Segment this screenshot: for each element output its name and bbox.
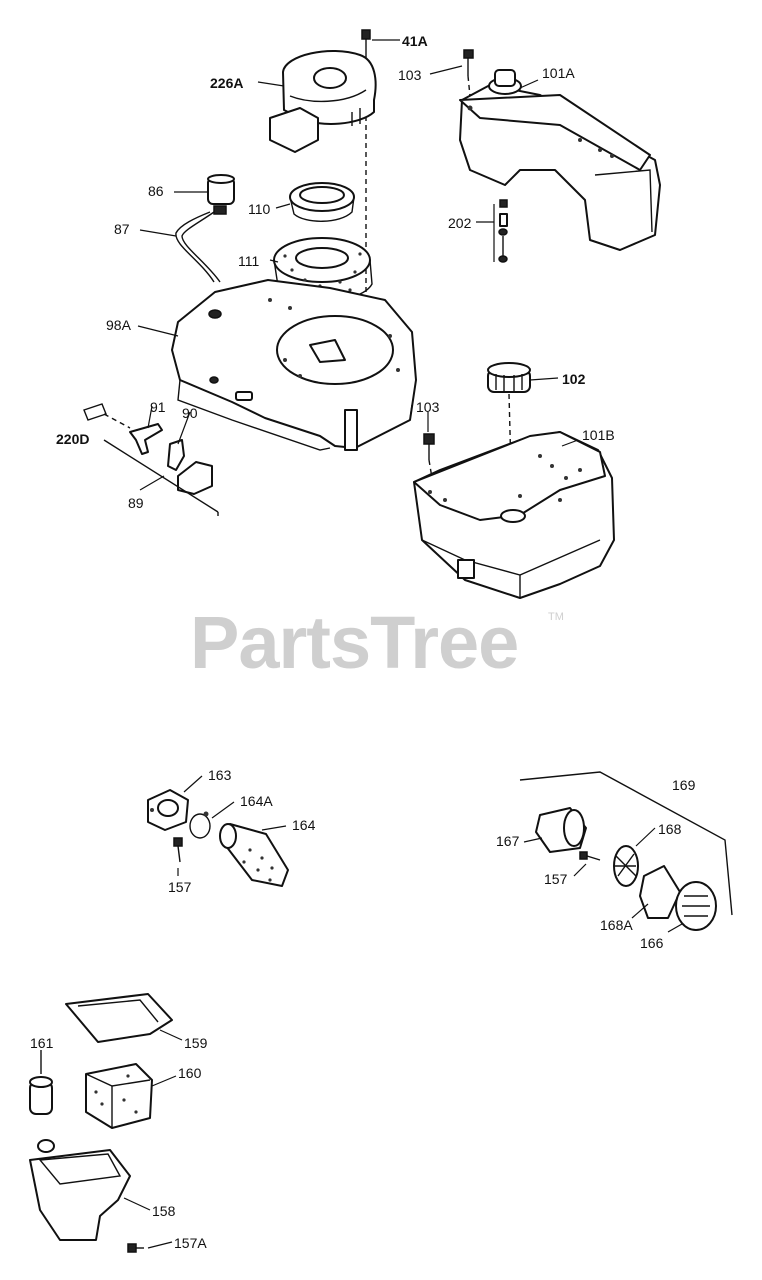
label-164: 164 bbox=[292, 817, 316, 833]
part-167-housing bbox=[535, 807, 587, 853]
label-226a: 226A bbox=[210, 75, 243, 91]
label-168a: 168A bbox=[600, 917, 633, 933]
label-163: 163 bbox=[208, 767, 232, 783]
part-157-screw-b bbox=[579, 851, 601, 861]
watermark: PartsTree TM bbox=[190, 601, 564, 684]
screw-103-top bbox=[463, 49, 474, 97]
label-103-mid: 103 bbox=[416, 399, 440, 415]
label-89: 89 bbox=[128, 495, 144, 511]
part-168-screen bbox=[613, 845, 639, 887]
part-220d bbox=[83, 403, 131, 429]
part-159-cover bbox=[65, 993, 173, 1043]
label-166: 166 bbox=[640, 935, 664, 951]
label-168: 168 bbox=[658, 821, 682, 837]
screw-103-mid bbox=[423, 433, 435, 479]
part-160-element bbox=[85, 1063, 153, 1129]
label-157-a: 157 bbox=[168, 879, 192, 895]
leader-lines bbox=[123, 39, 683, 1249]
label-164a: 164A bbox=[240, 793, 273, 809]
part-164a-clamp bbox=[189, 811, 211, 839]
watermark-text: PartsTree bbox=[190, 601, 518, 684]
part-166-cover bbox=[675, 881, 717, 931]
part-226a-starter bbox=[269, 50, 377, 153]
part-161-fitting bbox=[29, 1050, 53, 1115]
label-101b: 101B bbox=[582, 427, 615, 443]
part-98a-blower-housing bbox=[171, 279, 417, 451]
label-91: 91 bbox=[150, 399, 166, 415]
part-158-base bbox=[29, 1139, 131, 1241]
label-86: 86 bbox=[148, 183, 164, 199]
label-102: 102 bbox=[562, 371, 586, 387]
label-167: 167 bbox=[496, 833, 520, 849]
label-160: 160 bbox=[178, 1065, 202, 1081]
label-103-top: 103 bbox=[398, 67, 422, 83]
part-102-fuel-cap bbox=[487, 362, 531, 509]
part-90-clip bbox=[167, 439, 185, 471]
label-159: 159 bbox=[184, 1035, 208, 1051]
label-87: 87 bbox=[114, 221, 130, 237]
part-168a-element bbox=[639, 865, 681, 919]
part-157-screw-a bbox=[173, 837, 183, 863]
part-labels: 41A 226A 103 101A 86 110 87 202 111 98A … bbox=[30, 33, 696, 1251]
part-89-bracket bbox=[103, 439, 219, 516]
label-101a: 101A bbox=[542, 65, 575, 81]
label-220d: 220D bbox=[56, 431, 89, 447]
label-157-b: 157 bbox=[544, 871, 568, 887]
label-158: 158 bbox=[152, 1203, 176, 1219]
part-101b-fuel-tank bbox=[413, 431, 615, 599]
label-202: 202 bbox=[448, 215, 472, 231]
part-163-adapter bbox=[147, 789, 189, 831]
part-157a-screw bbox=[127, 1243, 144, 1253]
label-90: 90 bbox=[182, 405, 198, 421]
label-41a: 41A bbox=[402, 33, 428, 49]
part-169-group bbox=[519, 771, 733, 916]
part-202-fasteners bbox=[498, 199, 508, 263]
label-111: 111 bbox=[238, 253, 259, 269]
part-91-link bbox=[129, 423, 163, 455]
watermark-trademark: TM bbox=[548, 611, 564, 623]
part-164-filter bbox=[219, 823, 289, 887]
part-86-primer bbox=[207, 174, 235, 215]
part-110-ring bbox=[289, 182, 355, 222]
label-110: 110 bbox=[248, 201, 271, 217]
part-101a-fuel-tank bbox=[459, 69, 661, 251]
label-161: 161 bbox=[30, 1035, 54, 1051]
label-157a: 157A bbox=[174, 1235, 207, 1251]
part-87-fuel-line bbox=[175, 211, 221, 283]
label-98a: 98A bbox=[106, 317, 132, 333]
label-169: 169 bbox=[672, 777, 696, 793]
